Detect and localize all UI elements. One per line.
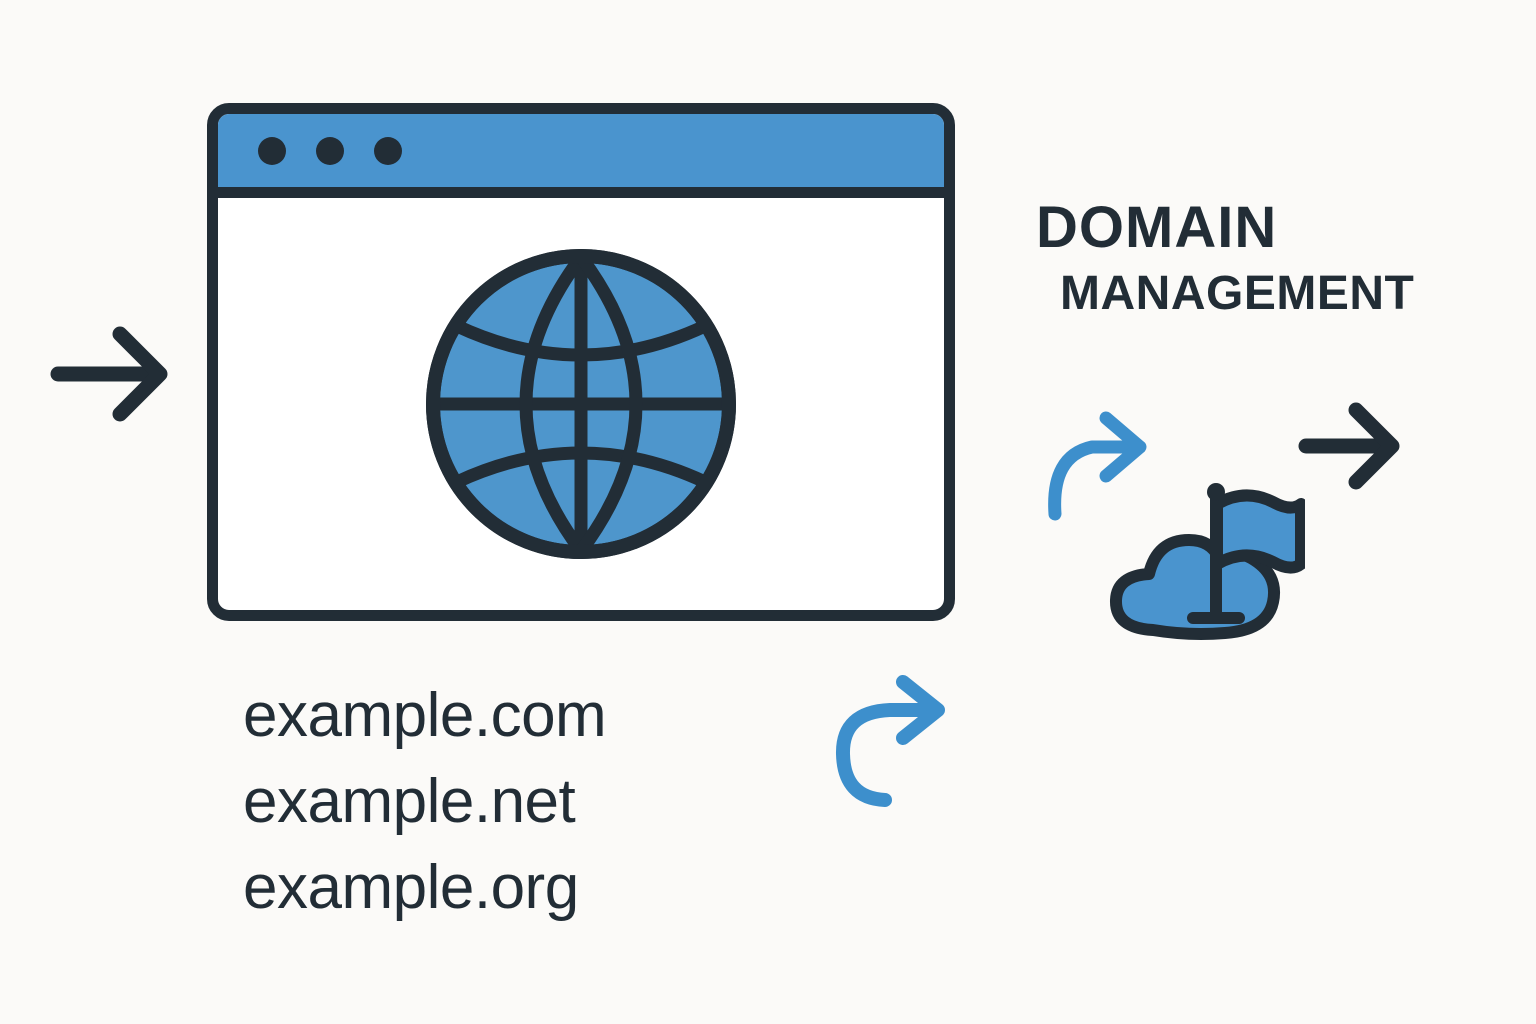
- window-dot-minimize-icon[interactable]: [316, 136, 344, 165]
- arrow-right-icon: [1298, 396, 1408, 501]
- window-dot-maximize-icon[interactable]: [374, 136, 402, 165]
- page-title: DOMAIN MANAGEMENT: [1036, 196, 1414, 322]
- list-item: example.com: [243, 681, 607, 750]
- list-item: example.net: [243, 767, 576, 836]
- flag-land-icon: [1105, 478, 1307, 653]
- arrow-right-icon: [48, 322, 178, 427]
- curved-arrow-icon: [832, 672, 957, 817]
- browser-viewport: [218, 198, 944, 610]
- window-dot-close-icon[interactable]: [258, 136, 286, 165]
- curved-arrow-icon: [1042, 402, 1157, 529]
- domain-list: example.com example.net example.org: [243, 673, 863, 931]
- browser-window[interactable]: [207, 103, 955, 621]
- page-title-line-2: MANAGEMENT: [1060, 267, 1415, 320]
- browser-titlebar: [218, 114, 944, 198]
- globe-icon: [426, 249, 736, 559]
- list-item: example.org: [243, 853, 579, 922]
- page-title-line-1: DOMAIN: [1036, 195, 1278, 260]
